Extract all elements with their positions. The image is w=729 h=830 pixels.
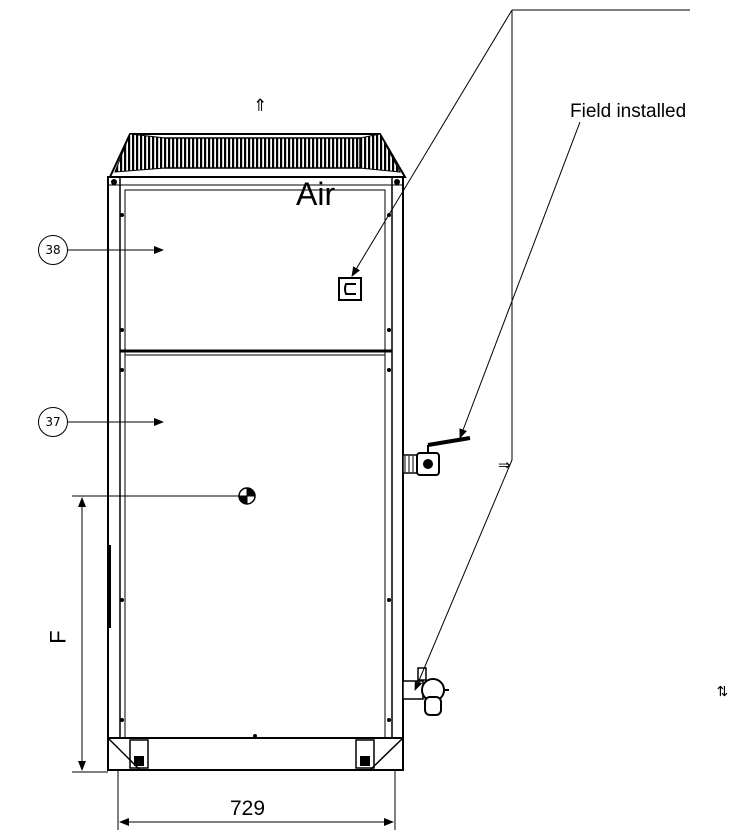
upper-panel [120, 189, 392, 353]
width-dimension-value: 729 [230, 797, 266, 820]
field-installed-label: Field installed [570, 101, 687, 122]
air-flow-up-arrow-icon: ⇑ [253, 96, 268, 116]
callout-37: 37 [38, 407, 68, 437]
center-of-gravity-icon [238, 487, 256, 505]
air-label: Air [296, 176, 336, 212]
lower-strainer [402, 667, 449, 716]
callout-38: 38 [38, 235, 68, 265]
leader-to-strainer [414, 459, 513, 691]
water-inlet-arrow-icon: ⇒ [498, 456, 511, 474]
height-dimension-label: F [45, 630, 71, 644]
side-flow-arrow-icon: ⇄ [713, 685, 729, 697]
height-f-dimension [72, 497, 108, 773]
leader-field-installed [459, 121, 581, 439]
leader-to-electrical-box [351, 9, 513, 277]
width-dimension [117, 770, 396, 830]
upper-ball-valve [402, 436, 471, 476]
electrical-access-box [338, 277, 362, 301]
fan-grille [108, 133, 407, 178]
unit-base [107, 737, 404, 771]
lower-panel [124, 354, 386, 739]
